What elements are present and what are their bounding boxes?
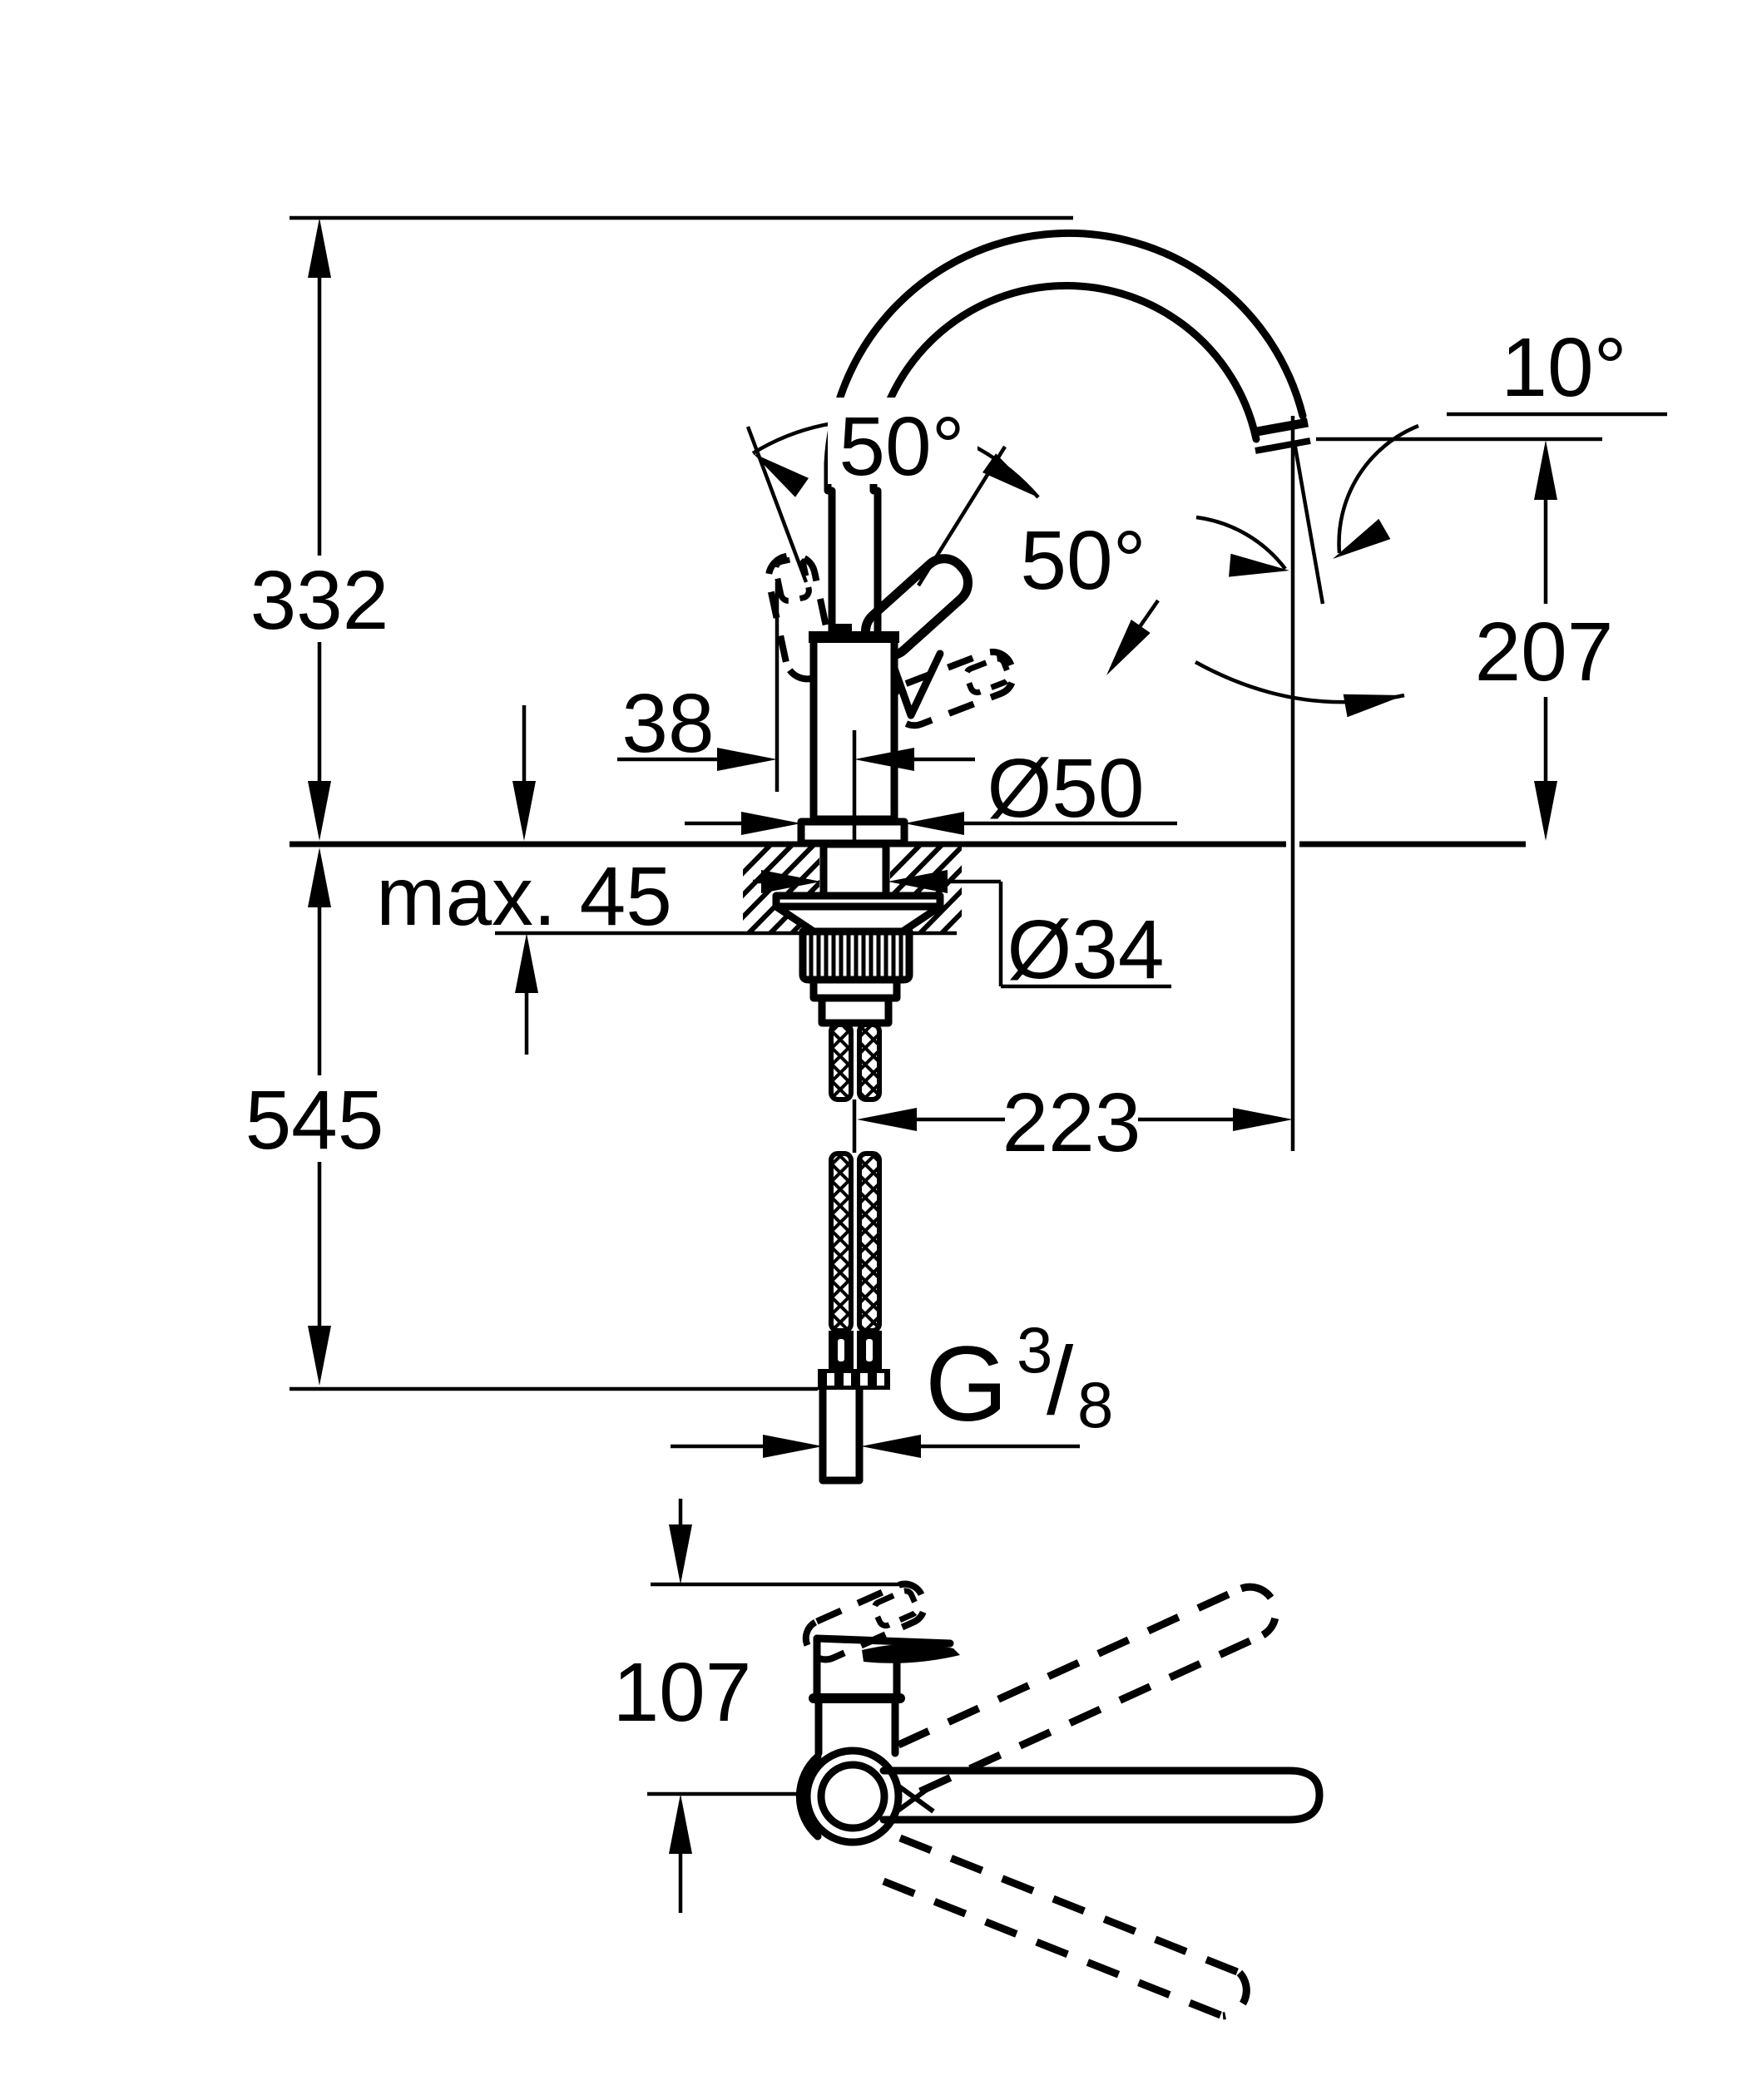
dim-g38: G 3 / 8 xyxy=(671,1313,1113,1458)
dim-545-label: 545 xyxy=(245,1074,384,1167)
arrowhead xyxy=(1343,694,1404,718)
collar-slot xyxy=(877,1373,884,1386)
hose-lower-right xyxy=(857,1151,882,1333)
collar-slot xyxy=(827,1373,834,1386)
dim-107-label: 107 xyxy=(613,1646,752,1739)
dim-50deg-side-label: 50° xyxy=(1020,514,1146,607)
shank xyxy=(819,840,890,900)
g38-numerator: 3 xyxy=(1017,1313,1052,1386)
dim-dia50: Ø50 xyxy=(685,742,1177,835)
collar-slot xyxy=(860,1373,868,1386)
swivel-outer-arc xyxy=(795,1752,822,1841)
dim-207-label: 207 xyxy=(1475,605,1614,699)
g38-G: G xyxy=(925,1325,1008,1444)
arrowhead xyxy=(1106,619,1151,675)
g38-denominator: 8 xyxy=(1077,1368,1113,1441)
hose-adapter xyxy=(818,994,893,1027)
dim-dia34: Ø34 xyxy=(753,870,1171,996)
dim-dia50-label: Ø50 xyxy=(987,742,1144,835)
dim-107: 107 xyxy=(613,1499,752,1913)
spout-inner-arc xyxy=(869,282,1260,495)
dim-50deg-top-label: 50° xyxy=(839,400,964,493)
dim-223-label: 223 xyxy=(1002,1076,1141,1169)
dim-332-label: 332 xyxy=(250,554,389,647)
nut-knurling xyxy=(809,935,903,976)
hose-lower-left xyxy=(829,1151,854,1333)
arrowhead xyxy=(753,453,809,497)
dim-223: 223 xyxy=(857,416,1295,1169)
dim-545: 545 xyxy=(245,847,384,1386)
dim-10deg: 10° xyxy=(1195,321,1667,605)
body-top-tab xyxy=(834,624,852,637)
dim-10deg-label: 10° xyxy=(1501,321,1626,414)
dim-dia34-label: Ø34 xyxy=(1007,903,1164,996)
hose-upper-left xyxy=(829,1022,854,1102)
dim-max45-label: max. 45 xyxy=(376,850,672,943)
topview-base xyxy=(809,1634,960,1757)
topview-spout xyxy=(879,1766,1324,1824)
handle-position-open-dashed xyxy=(889,648,1017,729)
swivel-circle xyxy=(803,1747,903,1846)
arrowhead xyxy=(982,453,1038,497)
hose-upper-right xyxy=(857,1022,882,1102)
mounting-assembly xyxy=(772,840,944,1027)
dim-207: 207 xyxy=(1475,440,1614,841)
label-mask xyxy=(828,398,977,484)
collar-slot xyxy=(844,1373,851,1386)
topview-spout-range-down xyxy=(882,1834,1250,2020)
topview-spout-range-up xyxy=(897,1583,1279,1796)
hose-nut-slot xyxy=(838,1339,844,1361)
swivel-inner-circle xyxy=(817,1761,888,1832)
top-view: 107 xyxy=(613,1499,1324,2020)
dim-332: 332 xyxy=(250,218,389,841)
dim-38-label: 38 xyxy=(621,677,714,770)
spout-outlet-rim xyxy=(1255,437,1311,454)
g38-slash: / xyxy=(1047,1327,1074,1435)
front-view: 332 545 max. 45 38 xyxy=(245,215,1667,1485)
dim-38: 38 xyxy=(617,582,975,792)
spout-outer-arc xyxy=(824,230,1307,495)
hose-nut-slot xyxy=(866,1339,873,1361)
supply-hoses xyxy=(818,1022,890,1485)
topview-lever-blade xyxy=(862,1643,960,1663)
dim-max45: max. 45 xyxy=(376,705,672,1055)
spout-outlet-seam xyxy=(1251,418,1309,437)
